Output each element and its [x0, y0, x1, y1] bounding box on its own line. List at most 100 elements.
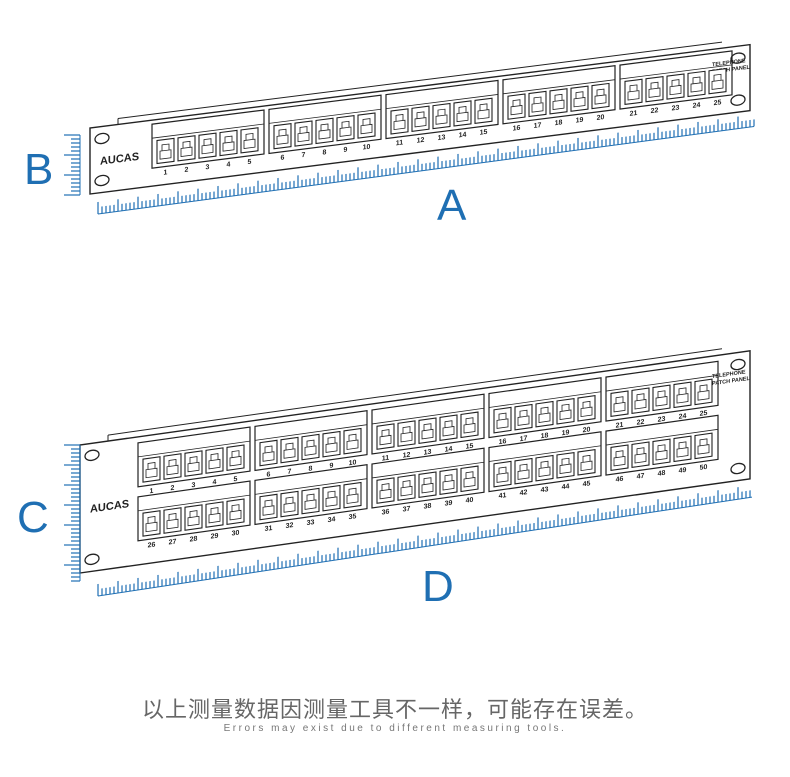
rj-port	[645, 75, 664, 103]
rj-port-contacts	[304, 493, 317, 510]
rj-port	[280, 436, 299, 464]
rj-port-contacts	[559, 403, 572, 420]
port-number: 15	[480, 129, 488, 137]
port-number: 8	[309, 465, 313, 473]
rj-port	[432, 102, 451, 130]
brand-logo: AUCAS	[100, 151, 139, 168]
rj-port-contacts	[166, 513, 179, 530]
port-group-frame	[619, 50, 733, 110]
brand-logo: AUCAS	[90, 498, 129, 515]
rj-port-contacts	[613, 396, 626, 413]
port-number: 32	[286, 522, 294, 530]
rj-port	[184, 504, 203, 531]
rj-port-contacts	[229, 450, 242, 467]
port-number: 5	[248, 159, 252, 166]
rj-port	[184, 450, 203, 477]
rj-port	[322, 484, 341, 512]
rj-port-contacts	[208, 507, 221, 524]
rj-port-contacts	[304, 439, 317, 456]
side-label: TELEPHONE	[712, 58, 746, 68]
port-number: 3	[206, 164, 210, 171]
rj-port-contacts	[187, 456, 200, 473]
port-group-frame	[605, 360, 719, 422]
port-number: 33	[307, 519, 315, 527]
rj-port-contacts	[697, 438, 710, 455]
port-number: 9	[344, 146, 348, 153]
port-group-frame	[268, 94, 382, 155]
rj-port	[322, 430, 341, 458]
rj-port-contacts	[325, 490, 338, 507]
rj-port	[507, 93, 526, 120]
rj-port-contacts	[496, 466, 509, 483]
port-number: 13	[424, 449, 432, 457]
rj-port-contacts	[400, 480, 413, 497]
port-group-frame	[385, 79, 499, 140]
rj-port	[556, 451, 575, 479]
port-number: 7	[302, 152, 306, 159]
label-strip	[255, 478, 367, 495]
mounting-hole	[94, 174, 110, 187]
rj-port-contacts	[669, 79, 682, 96]
rj-port	[694, 432, 713, 460]
rj-port	[549, 88, 568, 115]
port-group-frame	[254, 463, 368, 526]
port-number: 24	[679, 413, 687, 421]
rj-port	[198, 132, 217, 159]
rj-port-contacts	[697, 384, 710, 401]
port-number: 31	[265, 525, 273, 533]
port-number: 22	[637, 419, 645, 427]
port-number: 19	[576, 117, 584, 125]
port-number: 43	[541, 486, 549, 494]
rj-port-contacts	[580, 400, 593, 418]
rj-port	[411, 105, 430, 132]
rj-port	[514, 403, 533, 431]
caption-english: Errors may exist due to different measur…	[223, 723, 567, 734]
port-number: 34	[328, 516, 336, 524]
port-number: 50	[700, 464, 708, 472]
rj-port-contacts	[346, 433, 359, 450]
mounting-hole	[94, 132, 110, 145]
rj-port-contacts	[442, 474, 455, 491]
rj-port	[577, 448, 596, 476]
rj-port-contacts	[648, 81, 661, 98]
rj-port	[535, 454, 554, 482]
port-number: 2	[185, 167, 189, 174]
mounting-hole	[84, 553, 100, 566]
mounting-hole	[730, 94, 746, 106]
port-number: 18	[555, 119, 563, 127]
rj-port	[652, 384, 671, 412]
port-number: 13	[438, 134, 446, 142]
rj-port	[418, 417, 437, 444]
rj-port-contacts	[360, 118, 373, 135]
rj-port-contacts	[463, 471, 476, 488]
rj-port	[493, 406, 512, 434]
rj-port-contacts	[655, 390, 668, 407]
rj-port-contacts	[517, 463, 530, 480]
rj-port	[460, 465, 479, 493]
port-group-frame	[137, 480, 251, 542]
port-number: 48	[658, 470, 666, 478]
rj-port	[624, 78, 643, 106]
rj-port	[453, 100, 472, 127]
rj-port-contacts	[297, 126, 310, 143]
rj-port	[460, 411, 479, 439]
rj-port	[673, 381, 692, 409]
rj-port-contacts	[400, 426, 413, 443]
port-number: 17	[534, 122, 542, 130]
rj-port	[343, 481, 362, 509]
rj-port-contacts	[627, 84, 640, 101]
ruler-baseline	[98, 125, 754, 215]
port-number: 21	[616, 422, 624, 430]
dimension-label-a: A	[437, 181, 467, 230]
rj-port-contacts	[580, 454, 593, 472]
port-group-frame	[137, 426, 251, 488]
rj-port	[397, 474, 416, 501]
rj-port	[610, 390, 629, 418]
mounting-hole	[730, 358, 746, 371]
rj-port	[418, 471, 437, 498]
rj-port	[226, 444, 245, 471]
port-number: 20	[597, 114, 605, 122]
rj-port-contacts	[690, 76, 703, 93]
caption-chinese: 以上测量数据因测量工具不一样，可能存在误差。	[141, 698, 648, 723]
rj-port-contacts	[421, 477, 434, 494]
